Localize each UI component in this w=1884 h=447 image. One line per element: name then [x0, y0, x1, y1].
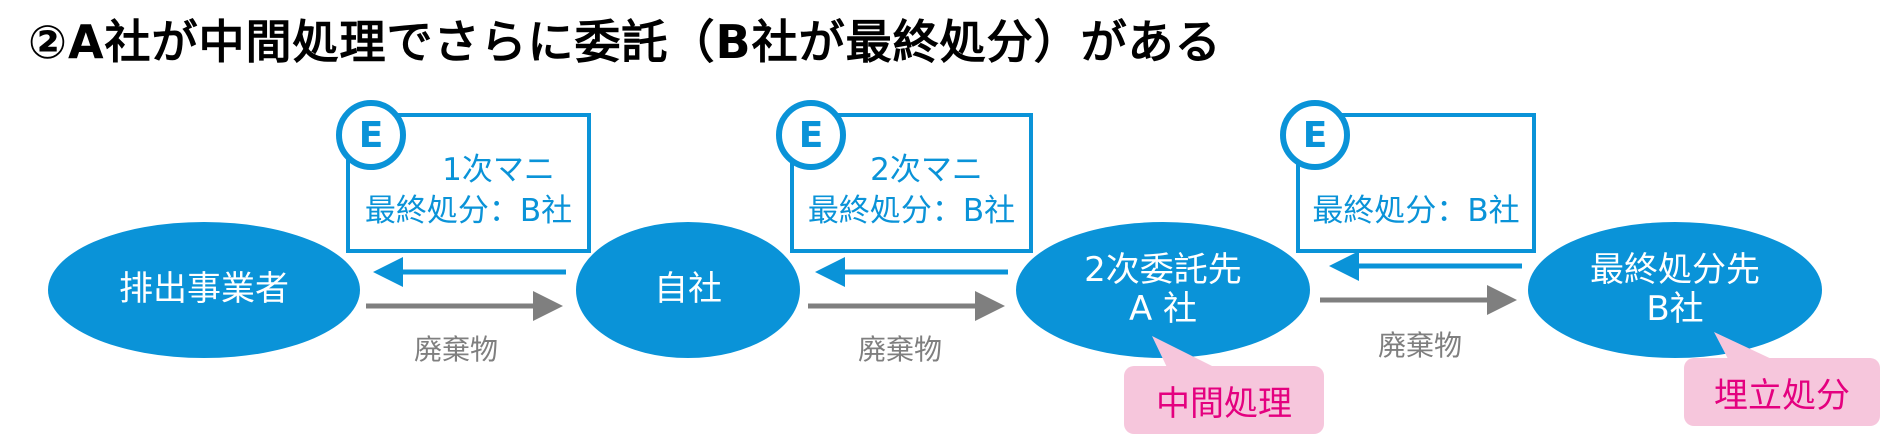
manifest-1-type: 1次マニ — [442, 152, 555, 189]
node-final-disposal-line1: 最終処分先 — [1590, 249, 1760, 290]
electronic-manifest-badge-icon: E — [336, 100, 406, 170]
manifest-box-3: 最終処分：B社 — [1296, 113, 1536, 253]
node-secondary-contractor: 2次委託先 A 社 — [1016, 222, 1310, 358]
manifest-box-1: 1次マニ 最終処分：B社 — [346, 113, 591, 253]
callout-landfill-disposal: 埋立処分 — [1684, 358, 1880, 426]
manifest-box-2: 2次マニ 最終処分：B社 — [790, 113, 1033, 253]
node-own-company: 自社 — [576, 222, 800, 358]
node-final-disposal: 最終処分先 B社 — [1528, 222, 1822, 358]
node-discharger-label: 排出事業者 — [119, 269, 289, 310]
waste-label-2: 廃棄物 — [858, 333, 943, 366]
node-secondary-contractor-line1: 2次委託先 — [1084, 249, 1242, 290]
node-discharger: 排出事業者 — [48, 222, 360, 358]
electronic-manifest-badge-icon: E — [1280, 100, 1350, 170]
callout-intermediate-treatment-label: 中間処理 — [1156, 383, 1292, 424]
node-own-company-label: 自社 — [654, 269, 722, 310]
node-final-disposal-line2: B社 — [1646, 289, 1704, 329]
callout-landfill-disposal-label: 埋立処分 — [1714, 375, 1850, 416]
manifest-3-final-disposal: 最終処分：B社 — [1312, 192, 1520, 229]
manifest-1-final-disposal: 最終処分：B社 — [364, 192, 573, 229]
manifest-2-final-disposal: 最終処分：B社 — [807, 192, 1016, 229]
callout-intermediate-treatment: 中間処理 — [1124, 366, 1324, 434]
waste-label-1: 廃棄物 — [414, 333, 499, 366]
page-title: ②A社が中間処理でさらに委託（B社が最終処分）がある — [28, 15, 1222, 69]
node-secondary-contractor-line2: A 社 — [1128, 289, 1198, 329]
manifest-2-type: 2次マニ — [870, 152, 983, 189]
electronic-manifest-badge-icon: E — [776, 100, 846, 170]
waste-label-3: 廃棄物 — [1378, 329, 1463, 362]
